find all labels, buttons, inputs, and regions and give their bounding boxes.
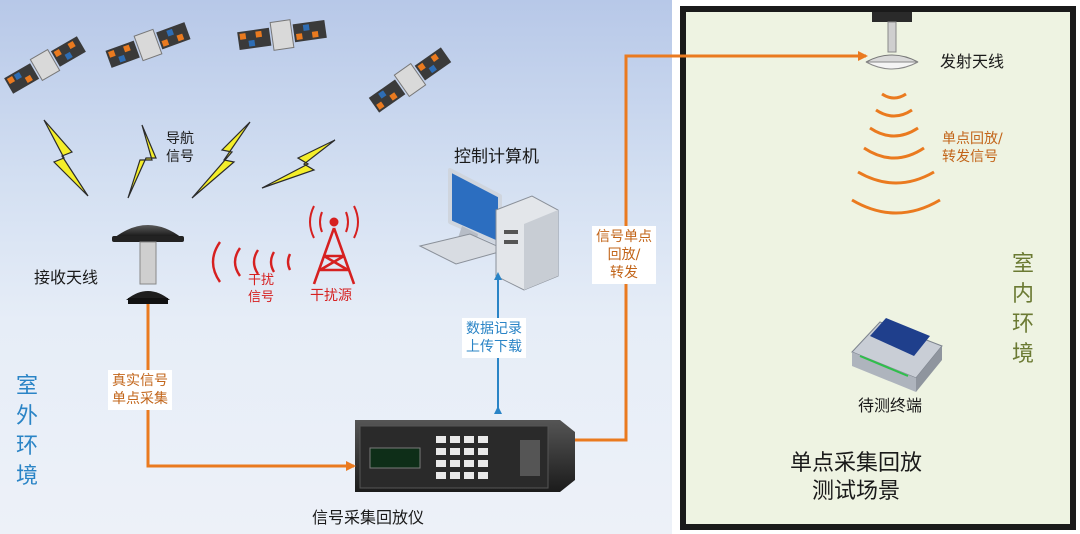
lightning-icon-3 (191, 121, 251, 199)
transmit-wave-icon (851, 92, 941, 215)
satellite-icon-1 (4, 36, 86, 94)
scene-title-line1: 单点采集回放 (790, 451, 923, 476)
jamming-signal-label-line1: 干扰 (248, 273, 275, 288)
satellite-icon-3 (237, 19, 327, 51)
data-record-line2: 上传下载 (466, 339, 522, 355)
playback-forward-line1: 单点回放/ (942, 131, 1003, 147)
receive-antenna-icon (112, 225, 184, 304)
scene-title: 单点采集回放 测试场景 (790, 450, 922, 506)
satellite-icon-4 (368, 47, 452, 113)
computer-icon (418, 168, 559, 291)
jamming-signal-label: 干扰 信号 (248, 272, 274, 306)
jamming-signal-label-line2: 信号 (248, 290, 275, 305)
playback-device-label: 信号采集回放仪 (312, 508, 425, 527)
data-record-label: 数据记录 上传下载 (462, 318, 526, 358)
terminal-device-icon (851, 318, 943, 392)
lightning-icon-4 (261, 139, 336, 189)
playback-forward-signal-label: 单点回放/ 转发信号 (942, 130, 1003, 166)
real-signal-collect-label: 真实信号 单点采集 (108, 370, 172, 410)
playback-forward-line2: 转发信号 (942, 149, 998, 165)
playback-device-icon (355, 420, 575, 492)
transmit-antenna-label: 发射天线 (940, 52, 1005, 71)
transmit-antenna-icon (865, 12, 919, 70)
outdoor-zone-label: 室外环境 (15, 374, 38, 489)
signal-playback-line2: 回放/ (607, 247, 641, 263)
signal-playback-line3: 转发 (610, 265, 638, 281)
nav-signal-label-line1: 导航 (166, 131, 194, 147)
lightning-icon-1 (43, 119, 89, 197)
scene-title-line2: 测试场景 (812, 479, 901, 504)
lightning-icon-2 (127, 124, 157, 199)
jamming-tower-icon (309, 205, 359, 285)
arrow-antenna-to-device (146, 304, 356, 471)
indoor-zone (686, 12, 1070, 524)
jamming-wave-icon (211, 241, 292, 283)
terminal-under-test-label: 待测终端 (858, 396, 923, 415)
real-signal-collect-line1: 真实信号 (112, 373, 168, 389)
signal-playback-label: 信号单点 回放/ 转发 (592, 226, 656, 284)
jamming-source-label: 干扰源 (310, 288, 352, 304)
data-record-line1: 数据记录 (466, 321, 522, 337)
signal-playback-line1: 信号单点 (596, 229, 652, 245)
real-signal-collect-line2: 单点采集 (112, 391, 168, 407)
control-computer-label: 控制计算机 (454, 147, 539, 167)
indoor-zone-label: 室内环境 (1011, 252, 1034, 367)
receive-antenna-label: 接收天线 (34, 268, 99, 287)
nav-signal-label-line2: 信号 (166, 149, 194, 165)
satellite-icon-2 (105, 22, 191, 68)
nav-signal-label: 导航 信号 (166, 130, 194, 166)
